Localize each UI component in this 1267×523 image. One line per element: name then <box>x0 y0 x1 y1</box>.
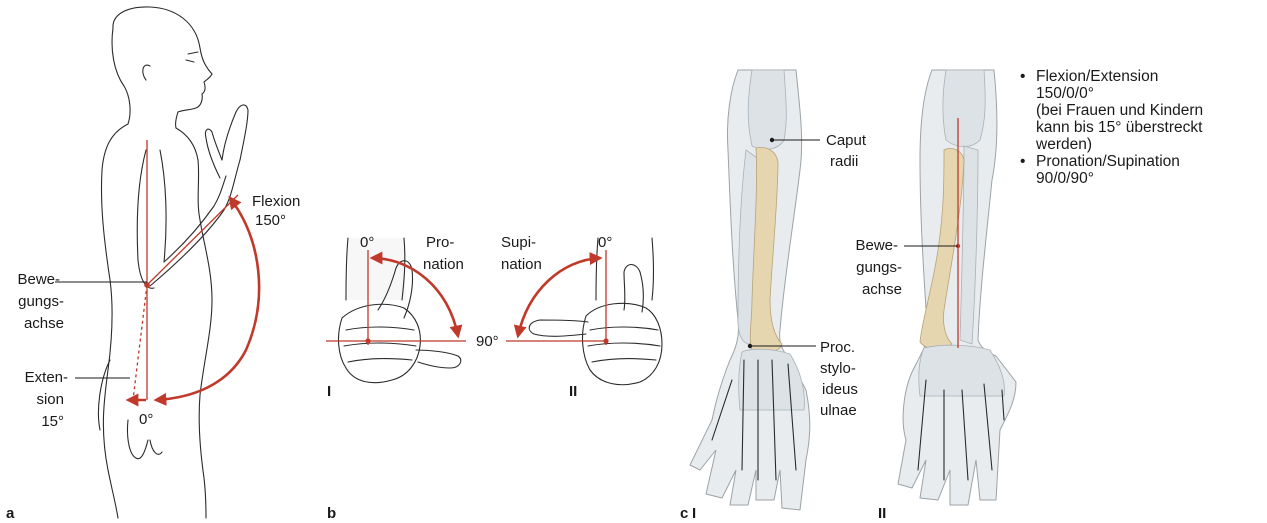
hand-2-roman: II <box>569 383 577 400</box>
caput-label-line-1: Caput <box>826 132 867 149</box>
extension-label-line-1: Exten- <box>25 369 68 386</box>
supination-label-line-2: nation <box>501 256 542 273</box>
summary-flexion-note-3: werden) <box>1036 136 1263 153</box>
axis-label-line-1: Bewe- <box>17 271 60 288</box>
axis-2-label-line-2: gungs- <box>856 259 902 276</box>
caput-label-line-2: radii <box>830 153 858 170</box>
ninety-degree-label: 90° <box>476 333 499 350</box>
flexion-label: Flexion <box>252 193 300 210</box>
axis-label-line-3: achse <box>24 315 64 332</box>
styloid-label-line-4: ulnae <box>820 402 857 419</box>
panel-a-figure: Flexion 150° Bewe- gungs- achse Exten- s… <box>6 7 300 522</box>
forearm-flexed-axis-line <box>147 195 238 285</box>
panel-letter-a: a <box>6 505 15 522</box>
styloid-label-line-2: stylo- <box>820 360 856 377</box>
axis-label-line-2: gungs- <box>18 293 64 310</box>
summary-flexion-value: 150/0/0° <box>1036 85 1263 102</box>
panel-c-figure: Caput radii Proc. stylo- ideus ulnae c I… <box>680 70 1016 522</box>
flexion-arc-arrow <box>156 198 259 400</box>
hyperextension-axis-line <box>133 285 147 400</box>
zero-label: 0° <box>139 411 153 428</box>
panel-letter-c: c <box>680 505 688 522</box>
extension-label-line-2: sion <box>36 391 64 408</box>
hand-2-pivot-dot <box>603 338 608 343</box>
panel-c-roman-1: I <box>692 505 696 522</box>
flexion-value: 150° <box>255 212 286 229</box>
pronation-label-line-1: Pro- <box>426 234 454 251</box>
panel-c-roman-2: II <box>878 505 886 522</box>
hand-2-illustration <box>529 238 662 385</box>
panel-letter-b: b <box>327 505 336 522</box>
elbow-pivot-dot <box>144 282 150 288</box>
range-of-motion-summary: Flexion/Extension 150/0/0° (bei Frauen u… <box>1018 68 1263 187</box>
hand-1-pivot-dot <box>365 338 370 343</box>
hand-1-zero-label: 0° <box>360 234 374 251</box>
styloid-label-line-3: ideus <box>822 381 858 398</box>
summary-item-flexion: Flexion/Extension 150/0/0° (bei Frauen u… <box>1018 68 1263 153</box>
supination-label-line-1: Supi- <box>501 234 536 251</box>
summary-flexion-title: Flexion/Extension <box>1036 68 1263 85</box>
summary-flexion-note-2: kann bis 15° überstreckt <box>1036 119 1263 136</box>
axis-2-label-line-1: Bewe- <box>855 237 898 254</box>
summary-pronation-value: 90/0/90° <box>1036 170 1263 187</box>
summary-item-pronation: Pronation/Supination 90/0/90° <box>1018 153 1263 187</box>
summary-flexion-note-1: (bei Frauen und Kindern <box>1036 102 1263 119</box>
summary-pronation-title: Pronation/Supination <box>1036 153 1263 170</box>
hand-2-zero-label: 0° <box>598 234 612 251</box>
panel-b-figure: 0° Pro- nation I 0° Supi- nation II 90° … <box>326 234 662 522</box>
extension-value: 15° <box>41 413 64 430</box>
styloid-label-line-1: Proc. <box>820 339 855 356</box>
body-outline-illustration <box>98 7 248 518</box>
hand-1-roman: I <box>327 383 331 400</box>
forearm-2-illustration <box>898 70 1016 505</box>
axis-2-label-line-3: achse <box>862 281 902 298</box>
forearm-1-illustration <box>690 70 810 510</box>
pronation-label-line-2: nation <box>423 256 464 273</box>
